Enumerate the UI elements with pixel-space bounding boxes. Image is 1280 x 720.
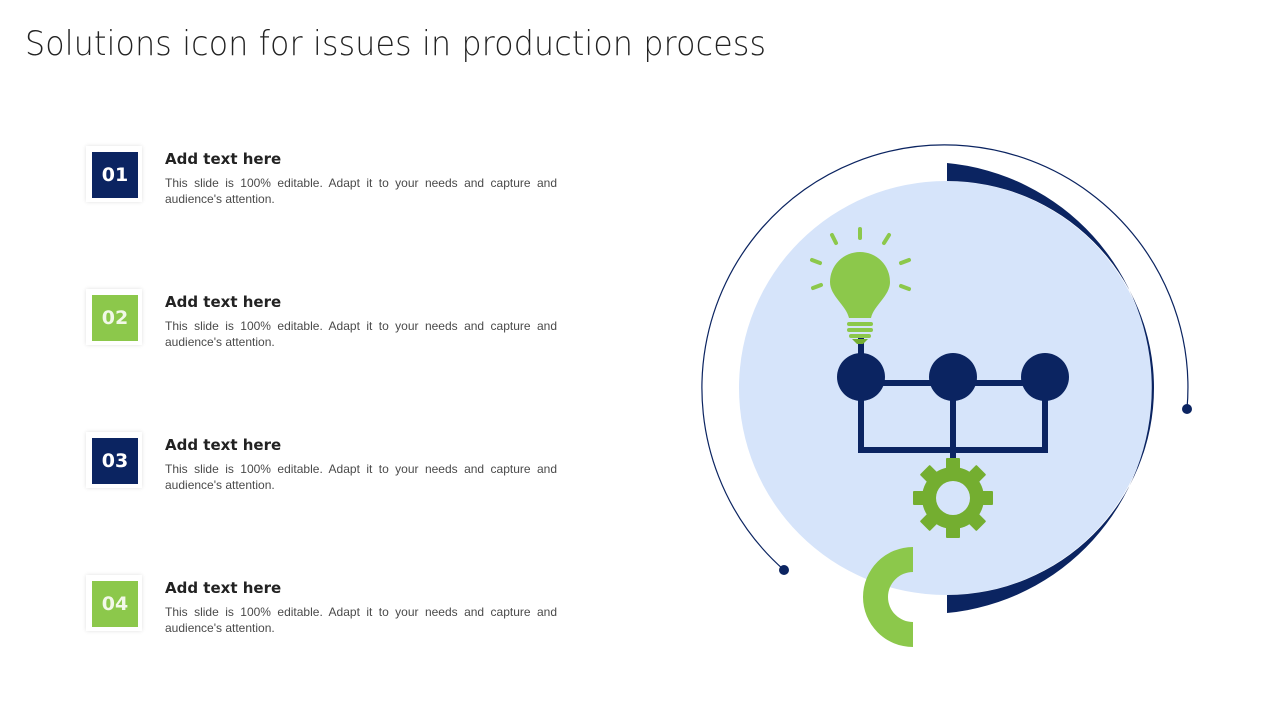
green-half-ring [863, 547, 913, 647]
arc-end-dot-right [1182, 404, 1192, 414]
bulb-tip [852, 339, 868, 344]
bulb-globe [830, 252, 890, 318]
number-badge: 01 [92, 152, 138, 198]
list-item-1: 01 Add text here This slide is 100% edit… [86, 146, 566, 216]
lightbulb-icon [810, 227, 911, 344]
item-heading: Add text here [165, 579, 282, 597]
item-body: This slide is 100% editable. Adapt it to… [165, 462, 557, 492]
list-item-4: 04 Add text here This slide is 100% edit… [86, 575, 566, 645]
node [929, 353, 977, 401]
item-heading: Add text here [165, 150, 282, 168]
number-badge-frame: 03 [86, 432, 142, 488]
number-badge: 04 [92, 581, 138, 627]
number-badge-frame: 04 [86, 575, 142, 631]
page-title: Solutions icon for issues in production … [25, 24, 767, 64]
node [837, 353, 885, 401]
list-item-3: 03 Add text here This slide is 100% edit… [86, 432, 566, 502]
number-badge: 03 [92, 438, 138, 484]
thin-outer-arc [701, 144, 1189, 571]
gear-icon [913, 458, 993, 538]
connector [858, 377, 864, 453]
item-body: This slide is 100% editable. Adapt it to… [165, 319, 557, 349]
light-rays [810, 227, 911, 291]
connector [858, 447, 1048, 453]
item-heading: Add text here [165, 293, 282, 311]
connector [950, 377, 956, 467]
arc-end-dot-left [779, 565, 789, 575]
number-badge-frame: 02 [86, 289, 142, 345]
bulb-base [849, 334, 871, 338]
number-badge-frame: 01 [86, 146, 142, 202]
bulb-base [847, 322, 873, 326]
item-body: This slide is 100% editable. Adapt it to… [165, 176, 557, 206]
bulb-base [847, 328, 873, 332]
item-body: This slide is 100% editable. Adapt it to… [165, 605, 557, 635]
network-nodes-icon [837, 336, 1069, 467]
item-heading: Add text here [165, 436, 282, 454]
connector [1042, 377, 1048, 453]
connector [858, 336, 864, 356]
list-item-2: 02 Add text here This slide is 100% edit… [86, 289, 566, 359]
node [1021, 353, 1069, 401]
number-badge: 02 [92, 295, 138, 341]
